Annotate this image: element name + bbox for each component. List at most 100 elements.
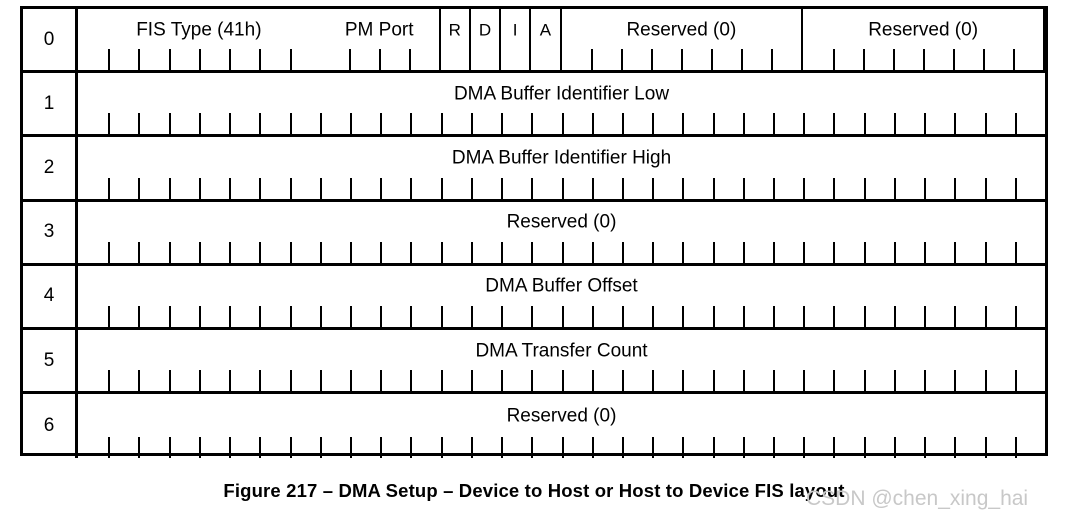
bit-tick (742, 437, 745, 459)
bit-tick (108, 49, 111, 71)
bit-tick (984, 177, 987, 199)
bit-tick (138, 177, 141, 199)
bit-tick (138, 49, 141, 71)
bit-tick (470, 241, 473, 263)
bit-tick (259, 49, 262, 71)
bit-tick (1014, 370, 1017, 392)
bit-tick (984, 113, 987, 135)
bit-field-label: DMA Buffer Identifier Low (453, 83, 670, 105)
bit-field-label: Reserved (0) (506, 211, 617, 233)
bit-field: FIS Type (41h) (78, 9, 320, 71)
bit-tick (863, 49, 866, 71)
bit-tick (229, 241, 232, 263)
bit-tick (349, 241, 352, 263)
bit-tick (440, 177, 443, 199)
bit-tick (410, 370, 413, 392)
bit-tick (561, 370, 564, 392)
bit-field-label: Reserved (0) (868, 19, 979, 41)
row-index-label: 2 (23, 137, 78, 199)
bit-field-label: PM Port (344, 19, 414, 41)
bit-field-label: A (539, 20, 552, 40)
bit-tick (319, 177, 322, 199)
bit-tick (168, 49, 171, 71)
row-index-label: 4 (23, 265, 78, 327)
bit-tick (561, 437, 564, 459)
bit-tick (561, 177, 564, 199)
row-bitfields: DMA Buffer Identifier High (78, 137, 1045, 199)
bit-tick (742, 177, 745, 199)
bit-field-label: DMA Transfer Count (475, 340, 648, 362)
bit-tick (1014, 305, 1017, 327)
bit-tick (259, 177, 262, 199)
bit-field-label: FIS Type (41h) (136, 19, 262, 41)
bit-tick (863, 305, 866, 327)
bit-tick (379, 49, 382, 71)
bit-tick (319, 370, 322, 392)
bit-tick (621, 177, 624, 199)
bit-tick (652, 437, 655, 459)
bit-tick (712, 437, 715, 459)
bit-tick (531, 177, 534, 199)
bit-tick (561, 305, 564, 327)
bit-field: PM Port (320, 9, 441, 71)
bit-tick (349, 113, 352, 135)
bit-field: I (501, 9, 532, 71)
bit-tick (652, 241, 655, 263)
bit-tick (954, 437, 957, 459)
bit-tick (229, 49, 232, 71)
bit-tick (803, 305, 806, 327)
bit-tick (741, 49, 744, 71)
bit-tick (652, 113, 655, 135)
bit-tick (682, 305, 685, 327)
bit-tick (259, 113, 262, 135)
bit-tick (410, 241, 413, 263)
bit-tick (108, 305, 111, 327)
bit-tick (923, 49, 926, 71)
bit-tick (833, 370, 836, 392)
bit-tick (259, 437, 262, 459)
bit-field: DMA Buffer Identifier Low (78, 73, 1045, 135)
figure-caption: Figure 217 – DMA Setup – Device to Host … (223, 480, 845, 501)
bit-tick (349, 437, 352, 459)
bit-tick (380, 437, 383, 459)
bit-tick (863, 241, 866, 263)
bit-tick (682, 177, 685, 199)
bit-tick (561, 241, 564, 263)
bit-tick (682, 437, 685, 459)
bit-tick (198, 177, 201, 199)
bit-tick (652, 177, 655, 199)
bit-tick (954, 370, 957, 392)
bit-tick (319, 305, 322, 327)
bit-tick (803, 437, 806, 459)
row-bitfields: Reserved (0) (78, 394, 1045, 459)
bit-tick (803, 370, 806, 392)
bit-tick (591, 49, 594, 71)
bit-tick (773, 305, 776, 327)
bit-tick (621, 370, 624, 392)
bit-field-label: Reserved (0) (506, 405, 617, 427)
bit-tick (349, 177, 352, 199)
bit-tick (984, 437, 987, 459)
bit-field: Reserved (0) (803, 9, 1045, 71)
bit-tick (410, 305, 413, 327)
bit-tick (652, 370, 655, 392)
bit-tick (561, 113, 564, 135)
row-bitfields: DMA Buffer Offset (78, 266, 1045, 327)
bit-tick (954, 241, 957, 263)
bit-tick (289, 241, 292, 263)
bit-tick (138, 437, 141, 459)
bit-field: DMA Buffer Identifier High (78, 137, 1045, 199)
bit-tick (621, 49, 624, 71)
bit-tick (470, 305, 473, 327)
bit-tick (712, 370, 715, 392)
bit-tick (954, 305, 957, 327)
bit-field: Reserved (0) (78, 394, 1045, 459)
bit-tick (410, 113, 413, 135)
bit-tick (289, 437, 292, 459)
bit-tick (773, 437, 776, 459)
bit-tick (380, 305, 383, 327)
